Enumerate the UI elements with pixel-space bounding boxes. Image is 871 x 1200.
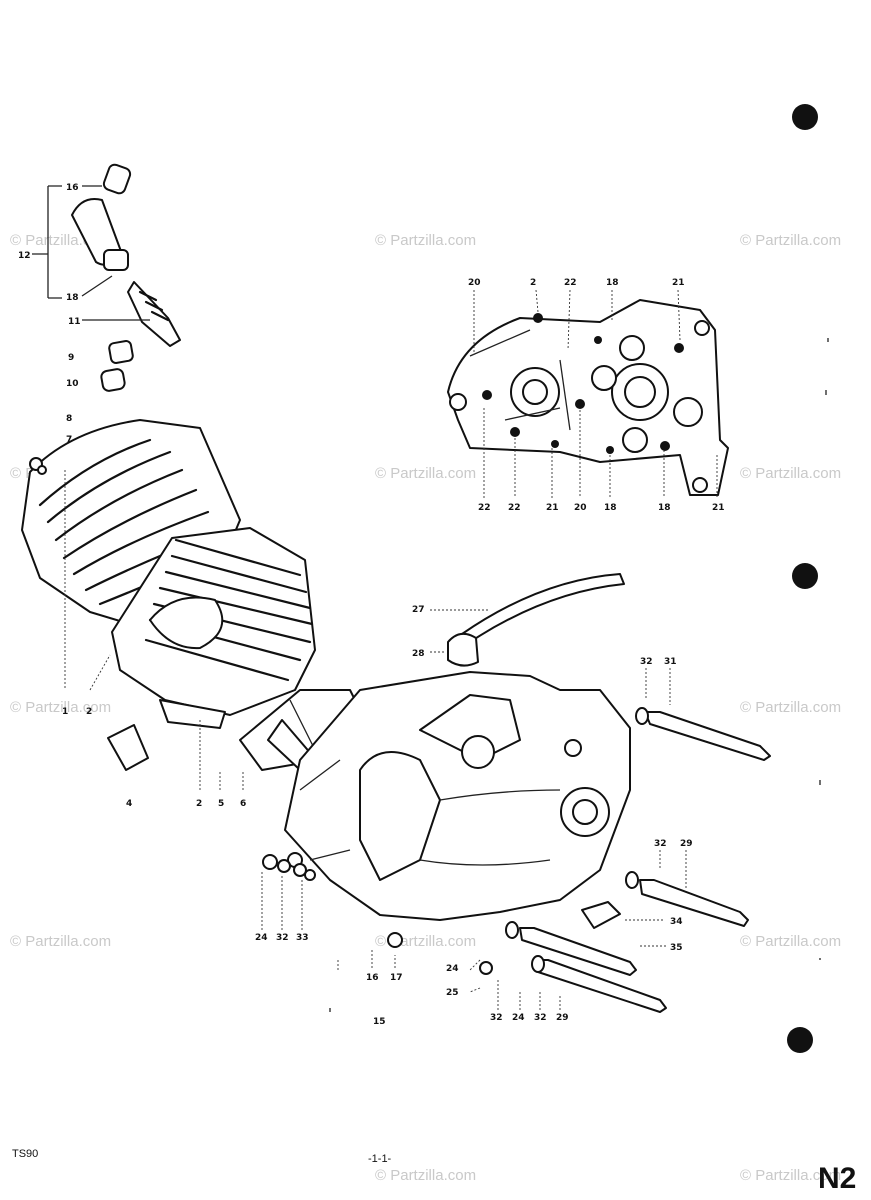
binder-hole [792, 104, 818, 130]
part-label: 29 [680, 839, 693, 849]
main-crankcase [262, 573, 771, 1013]
plug-cap-group [32, 163, 181, 392]
watermark: © Partzilla.com [375, 465, 476, 482]
part-label: 34 [670, 917, 683, 927]
part-label: 15 [373, 1017, 386, 1027]
part-label: 18 [604, 503, 617, 513]
part-label: 12 [18, 251, 31, 261]
part-label: 10 [66, 379, 79, 389]
part-label: 18 [66, 293, 79, 303]
part-label: 25 [446, 988, 459, 998]
part-label: 5 [218, 799, 224, 809]
watermark: © Partzilla.com [740, 1167, 841, 1184]
part-label: 2 [86, 707, 92, 717]
part-label: 28 [412, 649, 425, 659]
part-label: 2 [196, 799, 202, 809]
watermark: © Partzilla.com [740, 699, 841, 716]
part-label: 17 [390, 973, 403, 983]
part-label: 33 [296, 933, 309, 943]
part-label: 35 [670, 943, 683, 953]
crankcase-inset [447, 289, 729, 498]
part-label: 32 [534, 1013, 547, 1023]
watermark: © Partzilla.com [740, 465, 841, 482]
part-label: 32 [654, 839, 667, 849]
part-label: 4 [126, 799, 132, 809]
part-label: 24 [512, 1013, 525, 1023]
part-label: 32 [276, 933, 289, 943]
leader-lines [64, 338, 829, 1012]
cylinder [107, 527, 316, 771]
part-label: 11 [68, 317, 81, 327]
part-label: 32 [640, 657, 653, 667]
part-label: 22 [508, 503, 521, 513]
part-label: 21 [546, 503, 559, 513]
binder-hole [787, 1027, 813, 1053]
watermark: © Partzilla.com [740, 933, 841, 950]
part-label: 8 [66, 414, 72, 424]
part-label: 2 [530, 278, 536, 288]
part-labels: 16 12 18 11 9 10 8 7 1 2 4 2 5 6 20 2 22… [18, 183, 725, 1027]
binder-hole [792, 563, 818, 589]
watermark: © Partzilla.com [375, 1167, 476, 1184]
part-label: 24 [255, 933, 268, 943]
plate-number: N2 [818, 1162, 856, 1195]
part-label: 24 [446, 964, 459, 974]
part-label: 22 [564, 278, 577, 288]
part-label: 32 [490, 1013, 503, 1023]
page-number: -1-1- [368, 1153, 392, 1165]
watermark: © Partzilla.com [10, 933, 111, 950]
part-label: 1 [62, 707, 68, 717]
part-label: 16 [66, 183, 79, 193]
part-label: 21 [672, 278, 685, 288]
part-label: 31 [664, 657, 677, 667]
part-label: 27 [412, 605, 425, 615]
part-label: 6 [240, 799, 246, 809]
part-label: 22 [478, 503, 491, 513]
part-label: 18 [606, 278, 619, 288]
part-label: 20 [574, 503, 587, 513]
part-label: 18 [658, 503, 671, 513]
watermark: © Partzilla.com [375, 232, 476, 249]
watermark: © Partzilla.com [10, 699, 111, 716]
part-label: 29 [556, 1013, 569, 1023]
model-label: TS90 [12, 1148, 38, 1160]
part-label: 9 [68, 353, 74, 363]
part-label: 21 [712, 503, 725, 513]
part-label: 20 [468, 278, 481, 288]
part-label: 7 [66, 435, 72, 445]
watermark: © Partzilla.com [740, 232, 841, 249]
part-label: 16 [366, 973, 379, 983]
